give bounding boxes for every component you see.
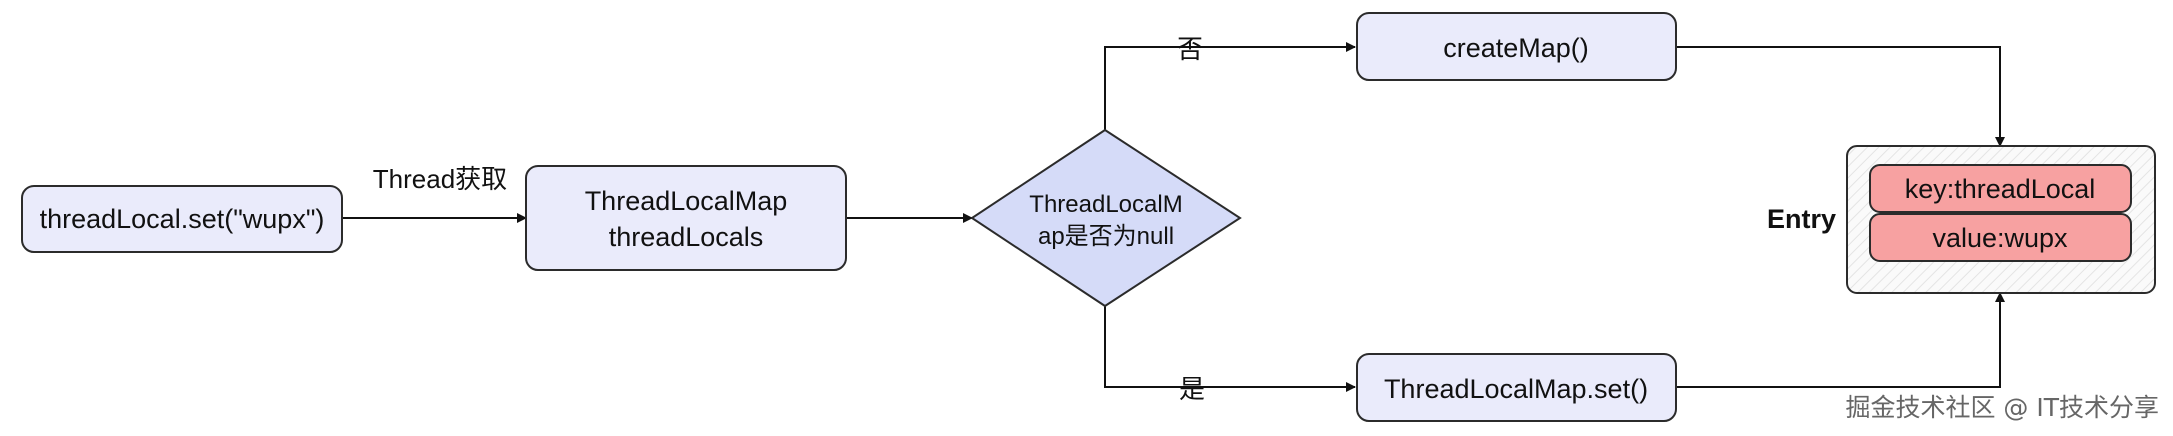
node-thread-local-map-line1: ThreadLocalMap — [585, 186, 788, 216]
edge-decision-yes — [1104, 306, 1356, 392]
node-start: threadLocal.set("wupx") — [21, 185, 343, 253]
edge-label-yes: 是 — [1179, 374, 1205, 404]
node-create-map: createMap() — [1356, 12, 1677, 81]
entry-title: Entry — [1767, 204, 1836, 234]
entry-value-field: value:wupx — [1869, 213, 2132, 262]
node-thread-local-map-line2: threadLocals — [609, 222, 764, 252]
edge-mapset-to-entry — [1676, 292, 2005, 388]
edge-label-thread-get: Thread获取 — [373, 164, 507, 194]
watermark: 掘金技术社区 @ IT技术分享 — [1845, 393, 2159, 422]
edge-createmap-to-entry — [1676, 46, 2005, 147]
entry-key-label: key:threadLocal — [1905, 174, 2096, 204]
edge-label-no: 否 — [1177, 34, 1203, 64]
node-decision: ThreadLocalM ap是否为null — [970, 128, 1242, 308]
node-map-set-label: ThreadLocalMap.set() — [1384, 374, 1648, 404]
node-decision-line1: ThreadLocalM — [1029, 191, 1182, 218]
entry-key-field: key:threadLocal — [1869, 164, 2132, 213]
node-thread-local-map: ThreadLocalMap threadLocals — [525, 165, 847, 271]
node-decision-line2: ap是否为null — [1038, 223, 1174, 250]
node-map-set: ThreadLocalMap.set() — [1356, 353, 1677, 422]
node-start-label: threadLocal.set("wupx") — [40, 204, 325, 234]
entry-value-label: value:wupx — [1932, 223, 2068, 253]
edge-decision-no — [1104, 42, 1356, 130]
node-create-map-label: createMap() — [1443, 33, 1589, 63]
